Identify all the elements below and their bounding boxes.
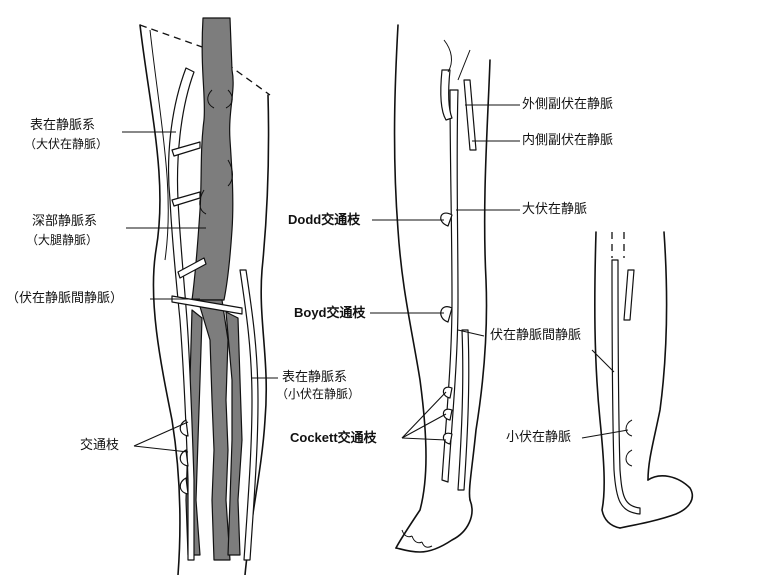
label-superficial-system-2: 表在静脈系 [282,370,348,385]
label-dodd-perforator: Dodd交通枝 [288,212,361,227]
label-inter-saphenous-paren: （伏在静脈間静脈） [6,291,124,306]
label-deep-system: 深部静脈系 [32,214,98,229]
label-femoral-vein-paren: （大腿静脈） [26,233,99,247]
label-lateral-accessory-saphenous: 外側副伏在静脈 [522,97,614,112]
label-cockett-perforator: Cockett交通枝 [290,430,377,445]
label-communicating-branches: 交通枝 [80,438,120,453]
left-leg-illustration [139,17,271,576]
label-superficial-system: 表在静脈系 [30,118,96,133]
leader-lines [122,104,629,453]
label-small-saphenous-vein: 小伏在静脈 [506,430,572,445]
label-boyd-perforator: Boyd交通枝 [294,305,366,320]
label-small-saphenous-paren: （小伏在静脈） [276,387,361,401]
right-leg-illustration [594,231,694,529]
middle-leg-illustration [393,24,491,553]
label-inter-saphenous-vein: 伏在静脈間静脈 [490,328,582,343]
label-great-saphenous-paren: （大伏在静脈） [24,137,109,151]
label-medial-accessory-saphenous: 内側副伏在静脈 [522,133,614,148]
label-great-saphenous-vein: 大伏在静脈 [522,202,588,217]
